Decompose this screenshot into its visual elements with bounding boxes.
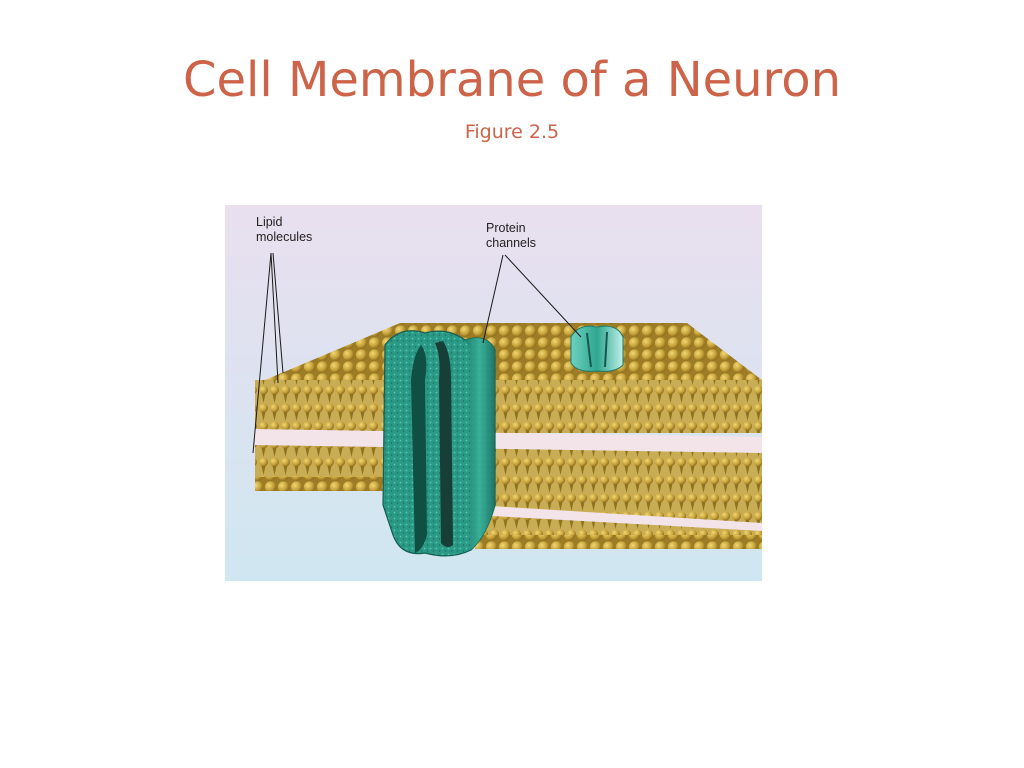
large-protein-channel xyxy=(382,330,496,557)
lipid-leader-lines xyxy=(252,252,284,454)
membrane-illustration xyxy=(225,205,762,581)
upper-leaflet xyxy=(255,380,762,433)
protein-channels-label: Protein channels xyxy=(486,221,537,250)
front-bilayer-interior xyxy=(475,505,762,531)
figure-caption: Figure 2.5 xyxy=(464,121,560,143)
small-protein-channel xyxy=(570,325,624,372)
protein-leader-lines xyxy=(482,254,582,344)
lipid-molecules-label: Lipid molecules xyxy=(256,215,313,244)
membrane-diagram: Lipid molecules Protein channels xyxy=(225,205,762,581)
slide-title: Cell Membrane of a Neuron xyxy=(182,52,842,108)
